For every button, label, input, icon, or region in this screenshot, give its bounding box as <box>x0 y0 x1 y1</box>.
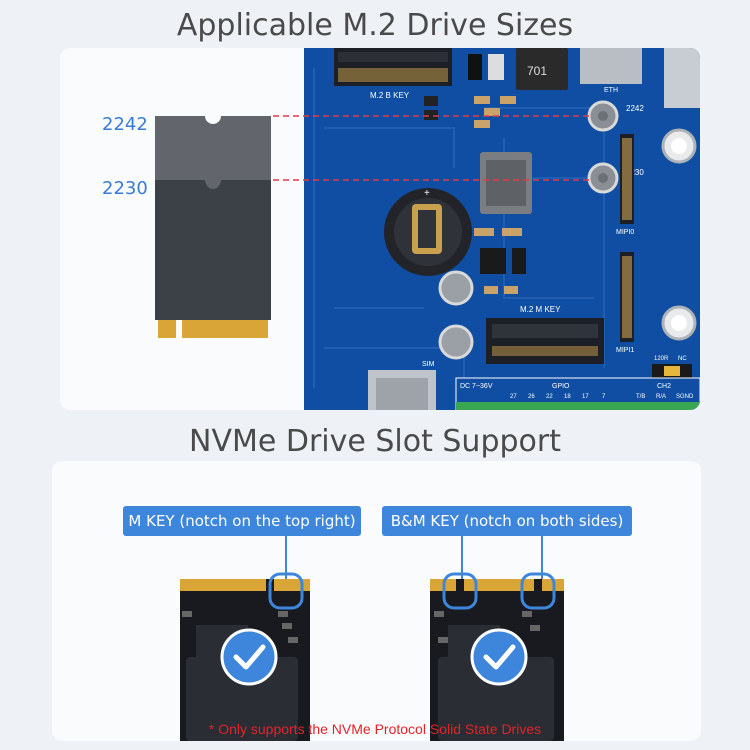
bm-key-drive <box>430 572 564 741</box>
silk-pin-3: 18 <box>564 394 571 400</box>
nvme-footnote: * Only supports the NVMe Protocol Solid … <box>208 721 542 737</box>
m-notch-highlight <box>520 572 556 610</box>
key-type-illustrations <box>180 536 564 741</box>
drive-size-illustration <box>155 116 271 338</box>
notch-2242 <box>205 116 221 124</box>
gold-fingers-left <box>158 320 176 338</box>
terminal-strip-border <box>455 377 700 410</box>
silk-m2-bkey: M.2 B KEY <box>370 91 410 100</box>
notch-2230-hole <box>206 175 220 189</box>
silk-eth: ETH <box>604 87 618 94</box>
silk-ch2: CH2 <box>657 383 671 390</box>
silk-pin-1: 26 <box>528 394 535 400</box>
silk-sim: SIM <box>422 361 435 368</box>
svg-text:+: + <box>424 188 430 199</box>
silk-120r: 120R <box>654 356 669 362</box>
silk-pin-2: 22 <box>546 394 553 400</box>
drive-sizes-panel: 2242 2230 M.2 B KEY 701 ETH <box>60 48 700 410</box>
bm-key-check-icon <box>470 628 528 686</box>
silk-nc: NC <box>678 356 687 362</box>
m-key-drive <box>180 572 310 741</box>
board-photo: M.2 B KEY 701 ETH 2242 2230 <box>304 48 700 410</box>
silk-ra: R/A <box>656 394 666 400</box>
silk-mount-2230: 2230 <box>626 168 644 177</box>
m-key-check-icon <box>220 628 278 686</box>
green-terminal-block <box>456 402 700 410</box>
silk-sgnd: SGND <box>676 394 694 400</box>
m-key-notch-highlight <box>268 572 304 610</box>
silk-mipi1: MIPI1 <box>616 347 634 354</box>
screw-hole-2 <box>438 324 474 360</box>
drive-2230-section <box>155 180 271 320</box>
silk-pin-4: 17 <box>582 394 589 400</box>
silk-mount-2242: 2242 <box>626 104 644 113</box>
silk-m2-mkey: M.2 M KEY <box>520 305 561 314</box>
silk-pin-5: 7 <box>602 394 606 400</box>
slot-support-panel: M KEY (notch on the top right) B&M KEY (… <box>52 461 701 741</box>
silk-dc: DC 7~36V <box>460 383 493 390</box>
size-label-2230: 2230 <box>102 178 148 199</box>
silk-tb: T/B <box>636 394 645 400</box>
screw-hole-1 <box>438 270 474 306</box>
bm-key-label: B&M KEY (notch on both sides) <box>382 506 632 536</box>
silk-chip: 701 <box>527 64 547 78</box>
size-label-2242: 2242 <box>102 114 148 135</box>
section-title-slot-support: NVMe Drive Slot Support <box>189 424 561 459</box>
drive-2242-section <box>155 116 271 182</box>
silk-mipi0: MIPI0 <box>616 229 634 236</box>
silk-pin-0: 27 <box>510 394 517 400</box>
silk-gpio: GPIO <box>552 383 570 390</box>
m-key-label: M KEY (notch on the top right) <box>123 506 361 536</box>
b-notch-highlight <box>442 572 478 610</box>
section-title-drive-sizes: Applicable M.2 Drive Sizes <box>176 8 574 43</box>
gold-fingers-right <box>182 320 268 338</box>
